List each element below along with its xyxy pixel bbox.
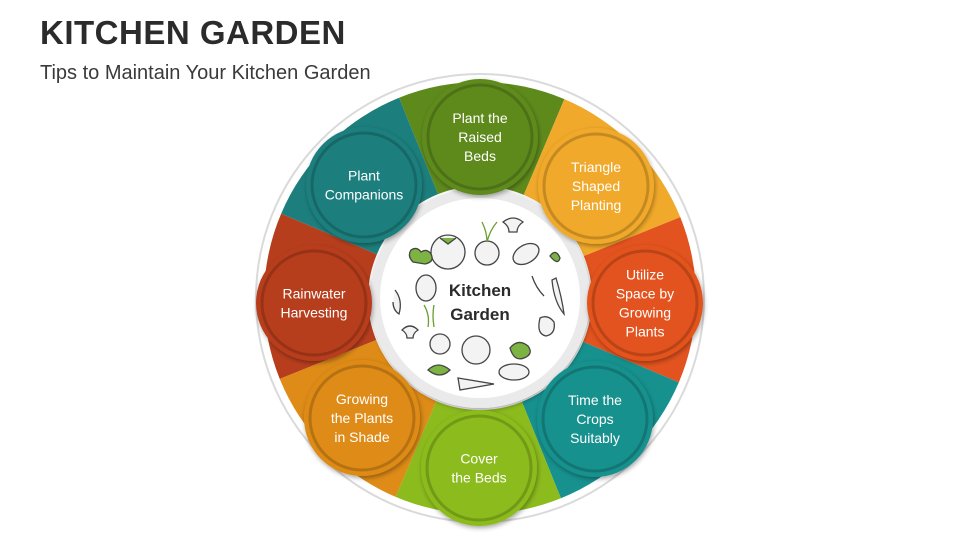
turnip-greens-icon bbox=[481, 221, 498, 243]
tip-label-line: Cover bbox=[460, 451, 498, 467]
tip-bubble-disc bbox=[591, 249, 699, 357]
carrot-icon bbox=[457, 377, 495, 391]
tip-label-line: Time the bbox=[568, 392, 622, 408]
side-carrot-icon bbox=[551, 277, 565, 317]
tip-label-line: Growing bbox=[336, 391, 388, 407]
tip-label-line: Shaped bbox=[572, 178, 620, 194]
tip-label-line: Space by bbox=[616, 286, 674, 302]
tip-label-line: Plant the bbox=[452, 110, 507, 126]
broccoli-2-icon bbox=[509, 341, 531, 360]
tip-label-line: Plant bbox=[348, 168, 380, 184]
center-label-line: Garden bbox=[450, 305, 510, 324]
tip-label-line: Growing bbox=[619, 305, 671, 321]
lettuce-icon bbox=[427, 364, 451, 376]
center-label-line: Kitchen bbox=[449, 281, 511, 300]
broccoli-icon bbox=[408, 247, 433, 265]
tomato-icon bbox=[430, 234, 466, 270]
page-subtitle: Tips to Maintain Your Kitchen Garden bbox=[40, 62, 371, 84]
bell-pepper-icon bbox=[538, 316, 555, 337]
tip-label-line: Triangle bbox=[571, 159, 621, 175]
tip-label-line: Plants bbox=[626, 324, 665, 340]
tip-bubble-disc bbox=[542, 132, 650, 240]
page-title: KITCHEN GARDEN bbox=[40, 14, 346, 51]
onion-icon bbox=[429, 333, 451, 355]
tip-label-line: Raised bbox=[458, 129, 502, 145]
tip-label-line: Utilize bbox=[626, 267, 664, 283]
vegetable-doodles bbox=[392, 217, 565, 391]
tip-label-line: Harvesting bbox=[281, 305, 348, 321]
tip-bubble: Growing the Plants in Shade bbox=[304, 360, 420, 476]
tip-label-line: the Beds bbox=[451, 470, 506, 486]
tip-label-line: Companions bbox=[325, 187, 404, 203]
tip-label-line: in Shade bbox=[334, 429, 389, 445]
tip-label-line: Suitably bbox=[570, 430, 620, 446]
chili-icon bbox=[392, 289, 401, 316]
mushroom-icon bbox=[501, 217, 525, 233]
turnip-icon bbox=[474, 240, 500, 266]
eggplant-icon bbox=[512, 242, 540, 266]
tip-label-line: Rainwater bbox=[282, 286, 345, 302]
cucumber-icon bbox=[531, 275, 545, 297]
small-mushroom-icon bbox=[400, 325, 420, 339]
tip-bubble-disc bbox=[310, 131, 418, 239]
tip-bubble-disc bbox=[260, 249, 368, 357]
eggplant-2-icon bbox=[498, 363, 530, 381]
tomato-2-icon bbox=[461, 335, 491, 365]
potato-icon bbox=[415, 274, 437, 302]
tomato-leaf-icon bbox=[439, 237, 457, 245]
leek-icon bbox=[423, 304, 435, 328]
tip-bubble-disc bbox=[426, 83, 534, 191]
tip-label-line: the Plants bbox=[331, 410, 393, 426]
leaf-icon bbox=[549, 251, 561, 263]
tip-bubble: Cover the Beds bbox=[421, 410, 537, 526]
tip-label-line: Beds bbox=[464, 148, 496, 164]
tip-label-line: Crops bbox=[576, 411, 613, 427]
tip-bubbles: Plant theRaisedBedsTriangleShapedPlantin… bbox=[256, 79, 703, 526]
tip-label-line: Planting bbox=[571, 197, 622, 213]
tip-bubble-disc bbox=[308, 364, 416, 472]
tip-bubble-disc bbox=[541, 365, 649, 473]
tip-bubble-disc bbox=[425, 414, 533, 522]
